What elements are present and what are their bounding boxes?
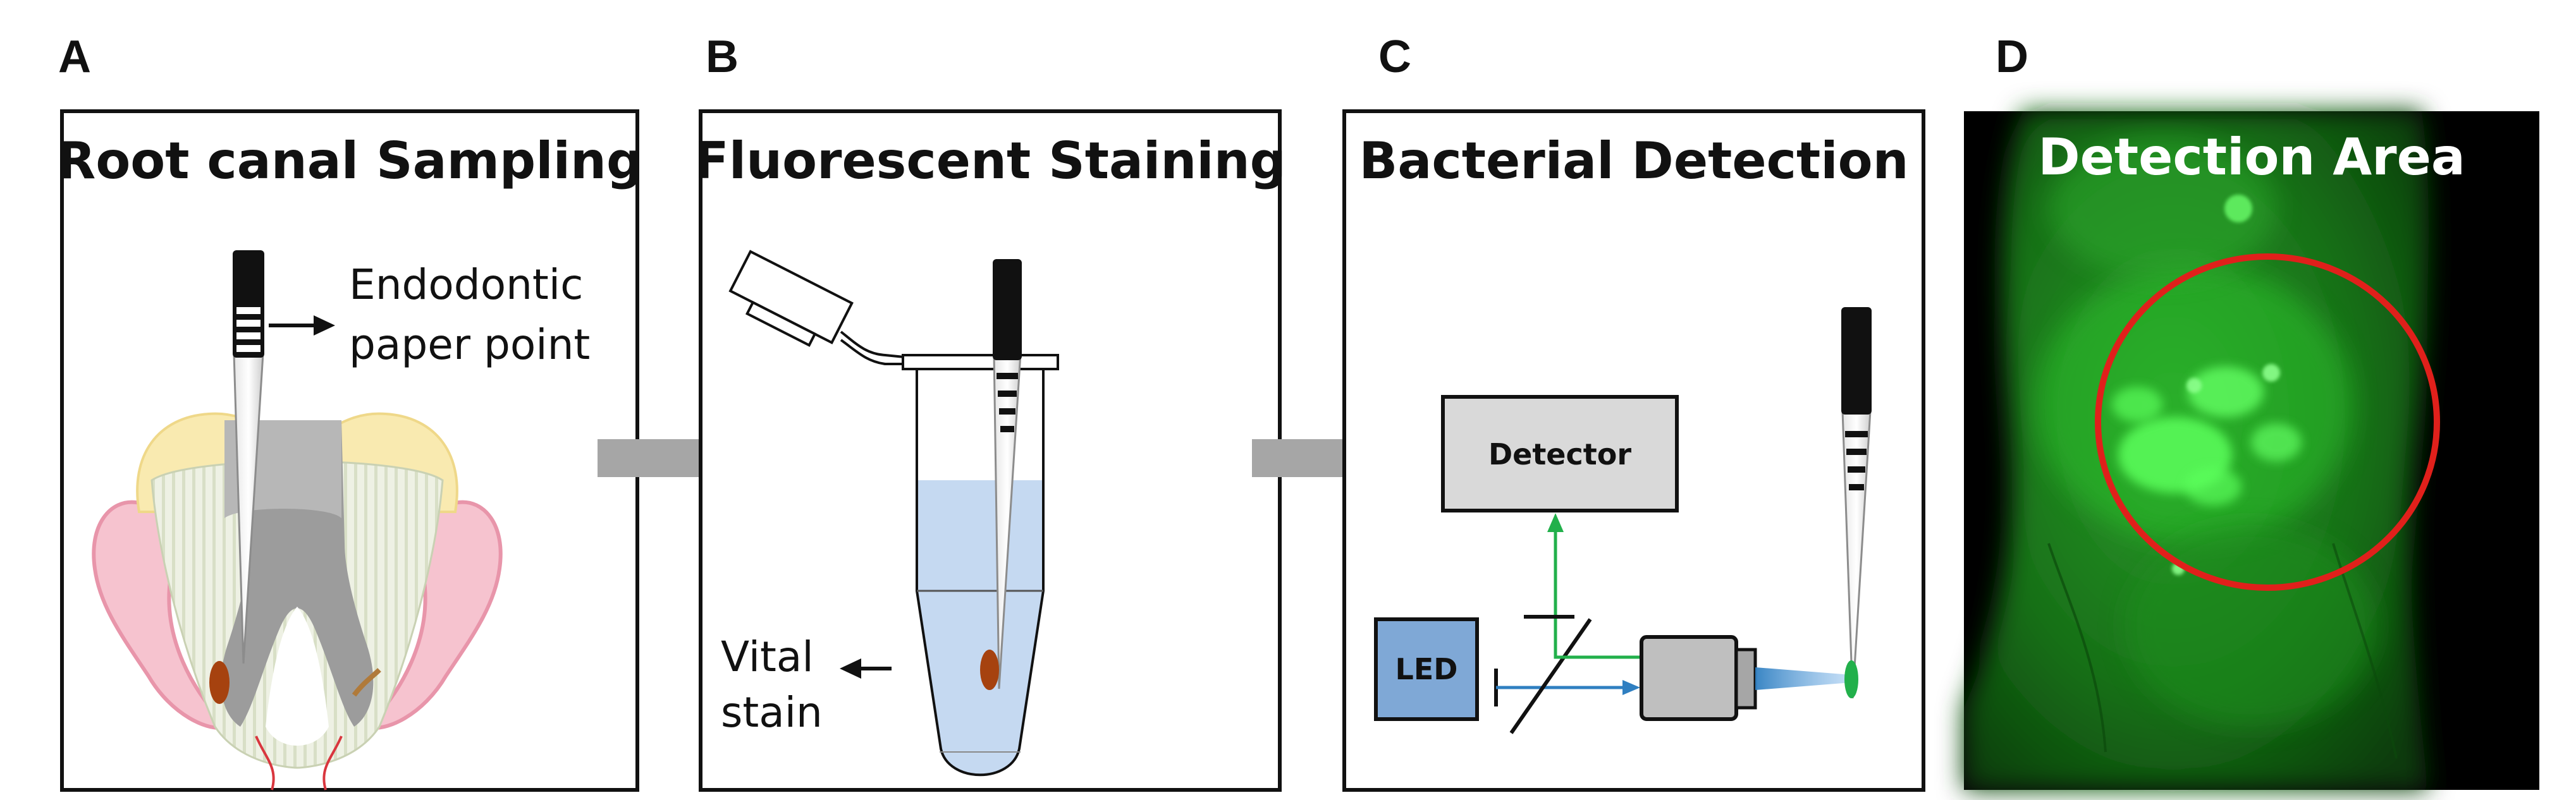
flow-arrow-icon bbox=[1252, 417, 1394, 499]
panel-b-title: Fluorescent Staining bbox=[694, 131, 1286, 190]
tube-paper-point bbox=[980, 259, 1022, 690]
vital-stain-label-line1: Vital bbox=[721, 633, 814, 681]
tube-icon bbox=[728, 250, 1059, 777]
led-label: LED bbox=[1395, 652, 1458, 686]
objective-lens-icon bbox=[1640, 635, 1757, 721]
vital-stain-pointer-head bbox=[840, 658, 861, 679]
tube-rim bbox=[902, 354, 1059, 370]
detector-box bbox=[1441, 395, 1679, 512]
emission-path bbox=[1554, 531, 1643, 659]
fluorescent-tip bbox=[1844, 660, 1858, 698]
gum-right bbox=[363, 500, 503, 730]
detector-label: Detector bbox=[1488, 437, 1631, 471]
panel-letter-b: B bbox=[706, 32, 739, 82]
apical-area bbox=[266, 607, 329, 746]
led-box bbox=[1374, 617, 1479, 721]
beam-splitter-icon bbox=[1509, 618, 1592, 734]
detection-paper-point bbox=[1841, 307, 1872, 699]
fluorescence-micrograph bbox=[1964, 111, 2429, 790]
tooth-icon bbox=[92, 412, 503, 791]
paper-point-pointer-head bbox=[314, 315, 335, 336]
excitation-cone bbox=[1755, 667, 1851, 690]
panel-letter-d: D bbox=[1996, 32, 2028, 82]
sample-spot bbox=[209, 661, 230, 704]
panel-letter-c: C bbox=[1378, 32, 1411, 82]
panel-c-title: Bacterial Detection bbox=[1359, 131, 1908, 190]
apex-line-left bbox=[255, 736, 275, 791]
paper-point-label-line2: paper point bbox=[349, 320, 590, 369]
panel-b: Fluorescent Staining bbox=[694, 109, 1286, 792]
vital-stain-label-line2: stain bbox=[721, 688, 823, 737]
panel-c: Bacterial Detection Detector LED bbox=[1342, 109, 1925, 792]
panel-letter-a: A bbox=[58, 32, 91, 82]
paper-point-icon bbox=[233, 250, 264, 664]
gum-left bbox=[92, 500, 231, 730]
detection-area-circle bbox=[2095, 253, 2440, 591]
root-stain bbox=[352, 668, 381, 697]
stained-tip bbox=[980, 650, 999, 690]
panel-d-title: Detection Area bbox=[2038, 128, 2465, 186]
stain-liquid bbox=[917, 480, 1043, 775]
flow-arrow-icon bbox=[598, 417, 740, 499]
paper-point-label-line1: Endodontic bbox=[349, 260, 583, 309]
panel-a-title: Root canal Sampling bbox=[57, 131, 643, 190]
apex-line-right bbox=[322, 736, 343, 791]
panel-d: Detection Area bbox=[1964, 111, 2539, 790]
lid-hinge bbox=[840, 330, 905, 358]
panel-a: Root canal Sampling bbox=[57, 109, 643, 792]
